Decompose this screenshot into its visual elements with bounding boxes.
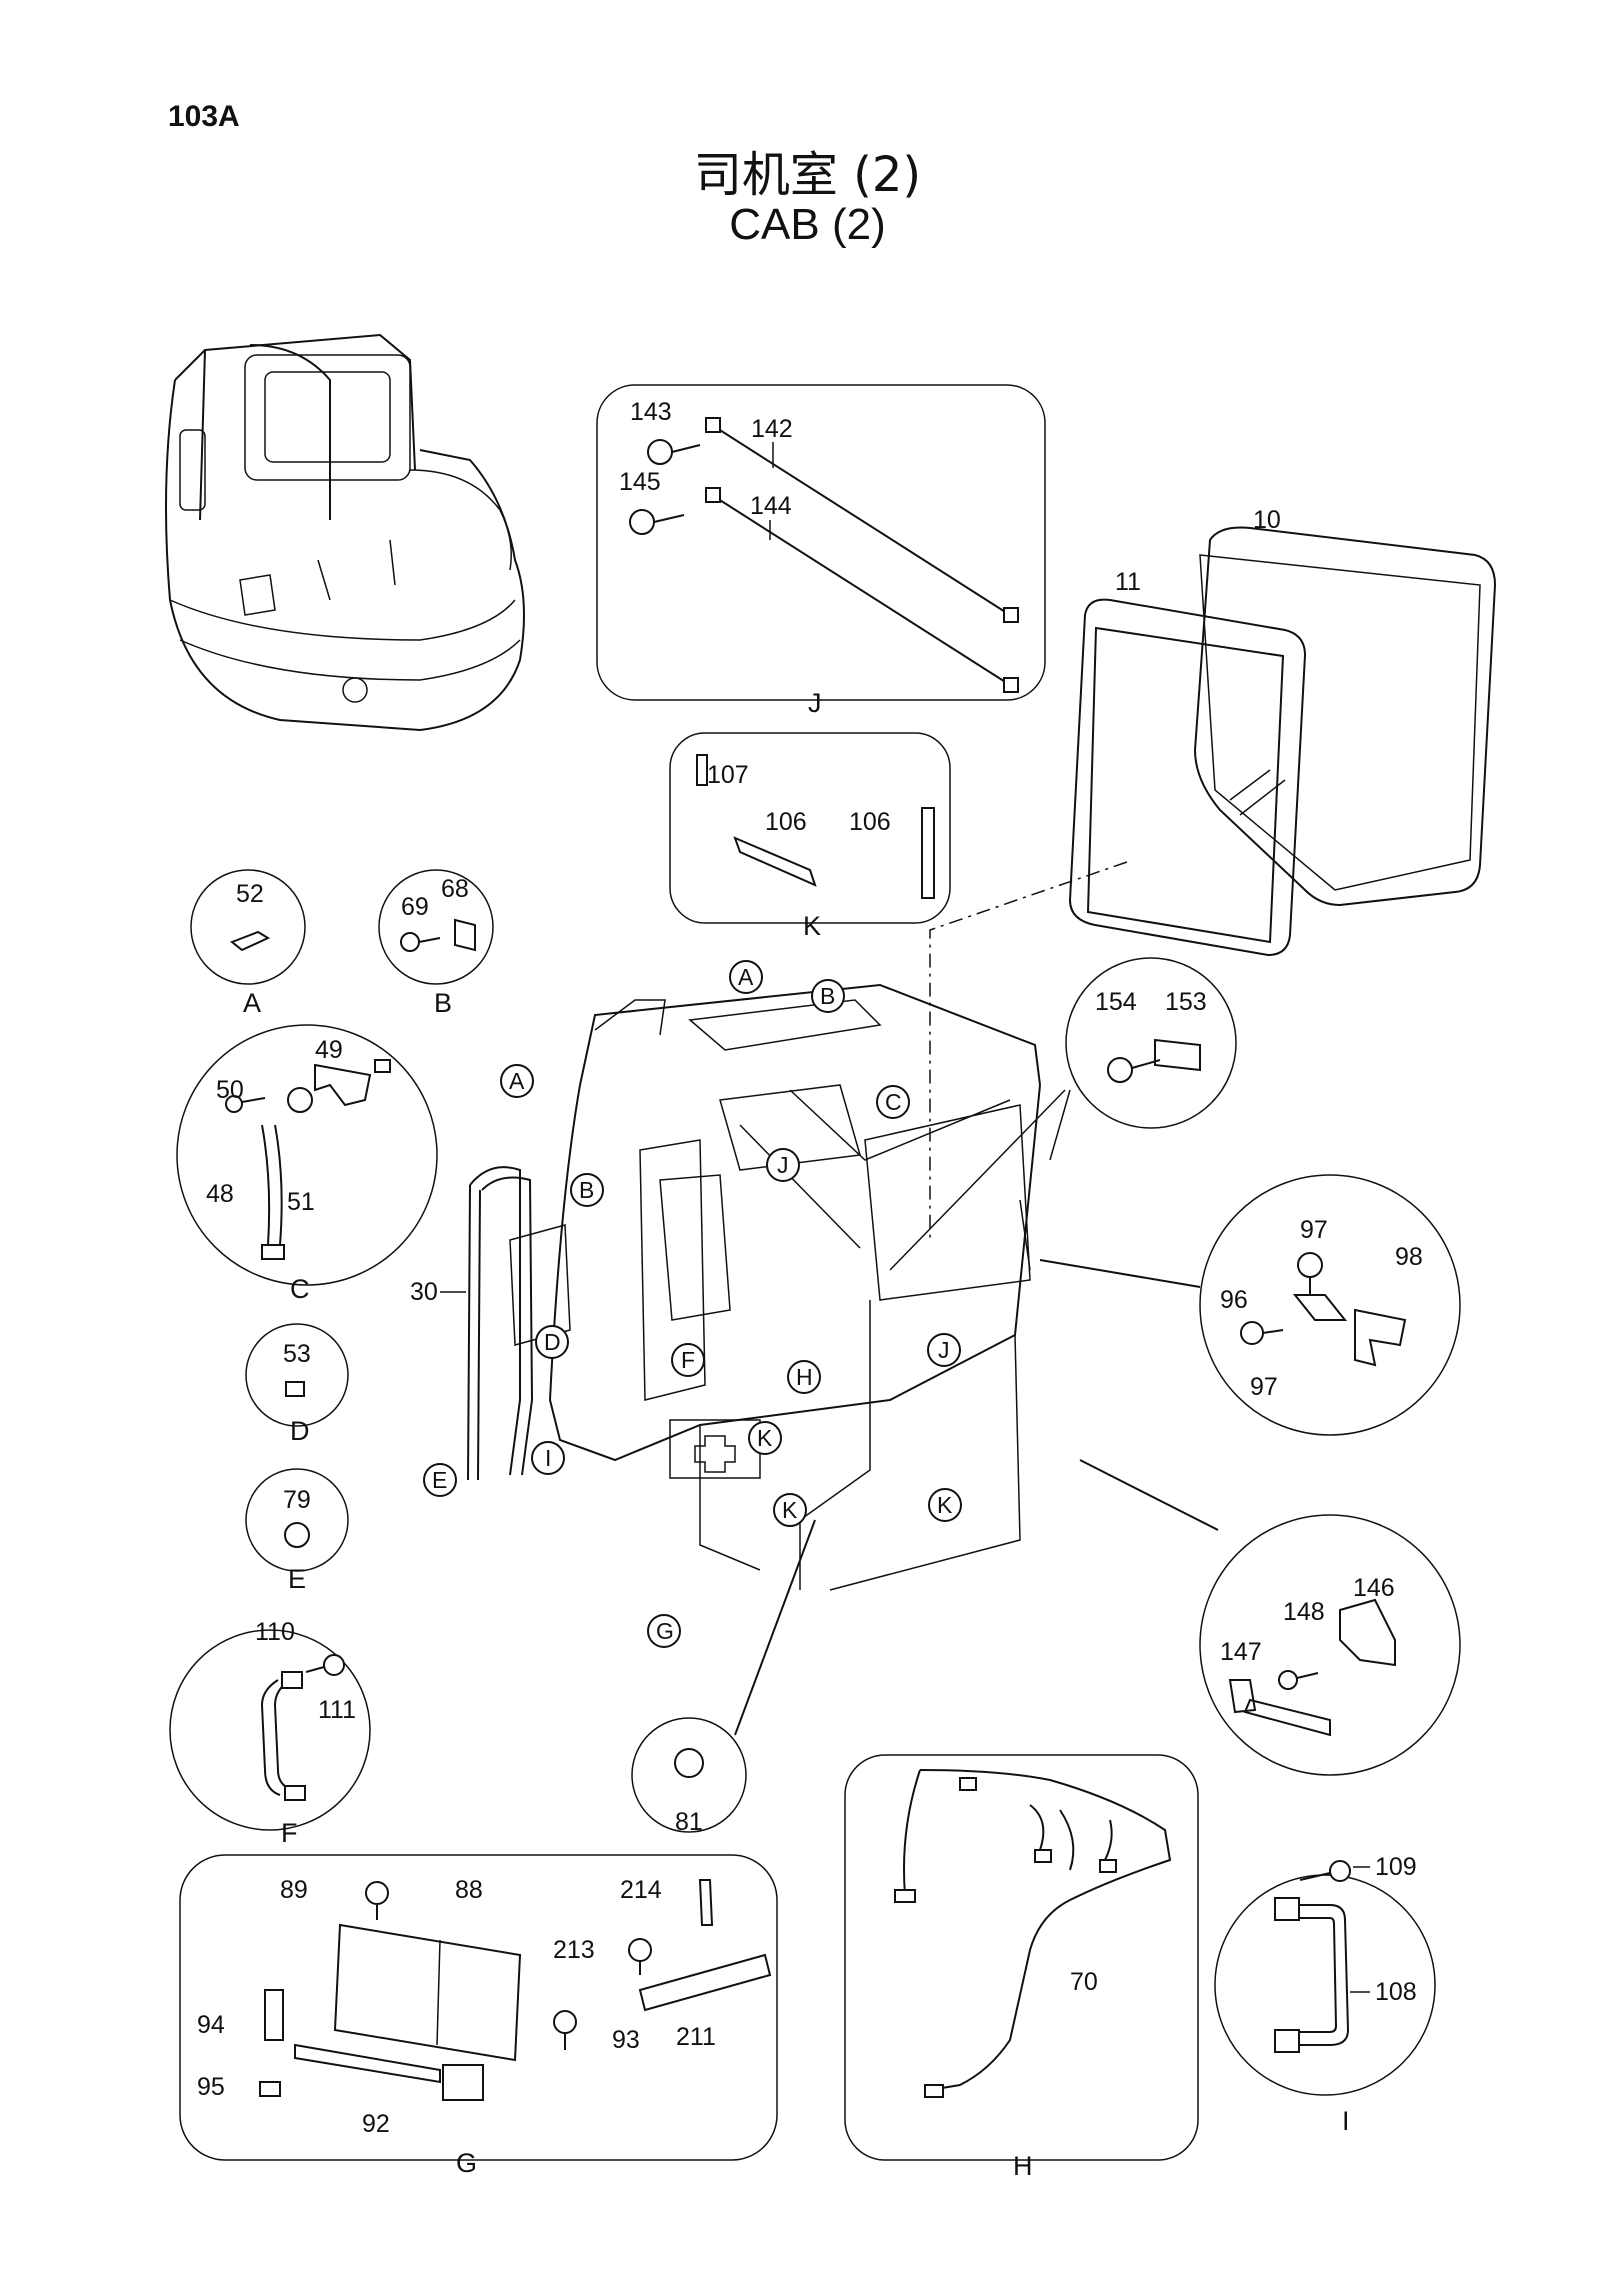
part-label-51: 51 xyxy=(287,1188,315,1216)
callout-c: C xyxy=(885,1089,902,1115)
part-label-68: 68 xyxy=(441,875,469,903)
detail-letter-h: H xyxy=(1013,2151,1033,2181)
detail-c: 49 50 48 51 C xyxy=(176,1024,438,1304)
detail-letter-f: F xyxy=(281,1818,298,1848)
detail-letter-c: C xyxy=(290,1274,310,1304)
callout-a-top: A xyxy=(738,964,754,990)
detail-154-153: 154 153 xyxy=(1065,957,1237,1129)
detail-d: 53 D xyxy=(245,1323,349,1446)
part-label-69: 69 xyxy=(401,893,429,921)
detail-letter-g: G xyxy=(456,2148,477,2178)
detail-146-147-148: 146 148 147 xyxy=(1199,1514,1461,1776)
detail-letter-i: I xyxy=(1342,2106,1350,2136)
callout-k-right: K xyxy=(937,1492,953,1518)
page-number: 103A xyxy=(168,100,240,133)
part-label-79: 79 xyxy=(283,1486,311,1514)
part-label-89: 89 xyxy=(280,1876,308,1904)
part-label-107: 107 xyxy=(707,761,749,789)
part-label-52: 52 xyxy=(236,880,264,908)
part-label-108: 108 xyxy=(1375,1978,1417,2006)
detail-letter-e: E xyxy=(288,1564,306,1594)
callout-e: E xyxy=(432,1467,447,1493)
part-label-153: 153 xyxy=(1165,988,1207,1016)
callout-j-center: J xyxy=(777,1152,789,1178)
part-label-148: 148 xyxy=(1283,1598,1325,1626)
part-label-97-b: 97 xyxy=(1250,1373,1278,1401)
part-label-70: 70 xyxy=(1070,1968,1098,1996)
callout-b-top: B xyxy=(820,983,835,1009)
detail-i: 109 108 I xyxy=(1214,1853,1436,2136)
part-label-211: 211 xyxy=(676,2023,716,2051)
part-label-98: 98 xyxy=(1395,1243,1423,1271)
title-english: CAB (2) xyxy=(729,200,886,249)
part-label-106-a: 106 xyxy=(765,808,807,836)
part-label-11: 11 xyxy=(1115,568,1141,596)
callout-a-left: A xyxy=(509,1068,525,1094)
part-label-50: 50 xyxy=(216,1076,244,1104)
part-label-146: 146 xyxy=(1353,1574,1395,1602)
part-label-93: 93 xyxy=(612,2026,640,2054)
detail-e: 79 E xyxy=(245,1468,349,1594)
callout-d: D xyxy=(544,1329,561,1355)
detail-letter-a: A xyxy=(243,988,261,1018)
part-label-147: 147 xyxy=(1220,1638,1262,1666)
part-label-145: 145 xyxy=(619,468,661,496)
part-label-111: 111 xyxy=(318,1696,356,1724)
part-label-48: 48 xyxy=(206,1180,234,1208)
detail-96-97-98: 97 98 96 97 xyxy=(1199,1174,1461,1436)
detail-g: 89 88 94 95 92 93 214 213 211 G xyxy=(179,1854,778,2178)
cab-overview-illustration xyxy=(165,333,525,732)
part-label-88: 88 xyxy=(455,1876,483,1904)
detail-f: 110 111 F xyxy=(169,1618,371,1848)
detail-j: 143 142 145 144 J xyxy=(596,384,1046,718)
part-label-106-b: 106 xyxy=(849,808,891,836)
callout-i: I xyxy=(545,1445,551,1471)
callout-k-lower: K xyxy=(782,1497,798,1523)
detail-letter-d: D xyxy=(290,1416,310,1446)
part-label-142: 142 xyxy=(751,415,793,443)
detail-letter-k: K xyxy=(803,911,821,941)
part-label-213: 213 xyxy=(553,1936,595,1964)
detail-h: 70 H xyxy=(844,1754,1199,2181)
window-glass-assembly: 10 11 xyxy=(1068,506,1497,957)
callout-f: F xyxy=(681,1347,695,1373)
title-chinese: 司机室 (2) xyxy=(693,147,922,203)
part-label-110: 110 xyxy=(255,1618,295,1646)
part-label-10: 10 xyxy=(1253,506,1281,534)
part-label-97-a: 97 xyxy=(1300,1216,1328,1244)
callout-j-right: J xyxy=(938,1337,950,1363)
detail-a: 52 A xyxy=(190,869,306,1018)
detail-letter-b: B xyxy=(434,988,452,1018)
detail-letter-j: J xyxy=(808,688,822,718)
part-label-94: 94 xyxy=(197,2011,225,2039)
part-label-109: 109 xyxy=(1375,1853,1417,1881)
part-label-144: 144 xyxy=(750,492,792,520)
callout-b-left: B xyxy=(579,1177,594,1203)
detail-k: 107 106 106 K xyxy=(669,732,951,941)
detail-b: 69 68 B xyxy=(378,869,494,1018)
detail-81: 81 xyxy=(631,1717,747,1836)
callout-h: H xyxy=(796,1364,813,1390)
part-label-53: 53 xyxy=(283,1340,311,1368)
part-label-154: 154 xyxy=(1095,988,1137,1016)
part-label-96: 96 xyxy=(1220,1286,1248,1314)
part-label-92: 92 xyxy=(362,2110,390,2138)
part-label-214: 214 xyxy=(620,1876,662,1904)
part-label-143: 143 xyxy=(630,398,672,426)
part-label-49: 49 xyxy=(315,1036,343,1064)
callout-g: G xyxy=(656,1618,674,1644)
part-label-30: 30 xyxy=(410,1278,438,1306)
callout-k-inner: K xyxy=(757,1425,773,1451)
cab-frame-illustration xyxy=(467,861,1128,1591)
frame-callouts: A B A C J B D F H J K I E K K G 30 xyxy=(410,960,1219,1736)
part-label-95: 95 xyxy=(197,2073,225,2101)
part-label-81: 81 xyxy=(675,1808,703,1836)
